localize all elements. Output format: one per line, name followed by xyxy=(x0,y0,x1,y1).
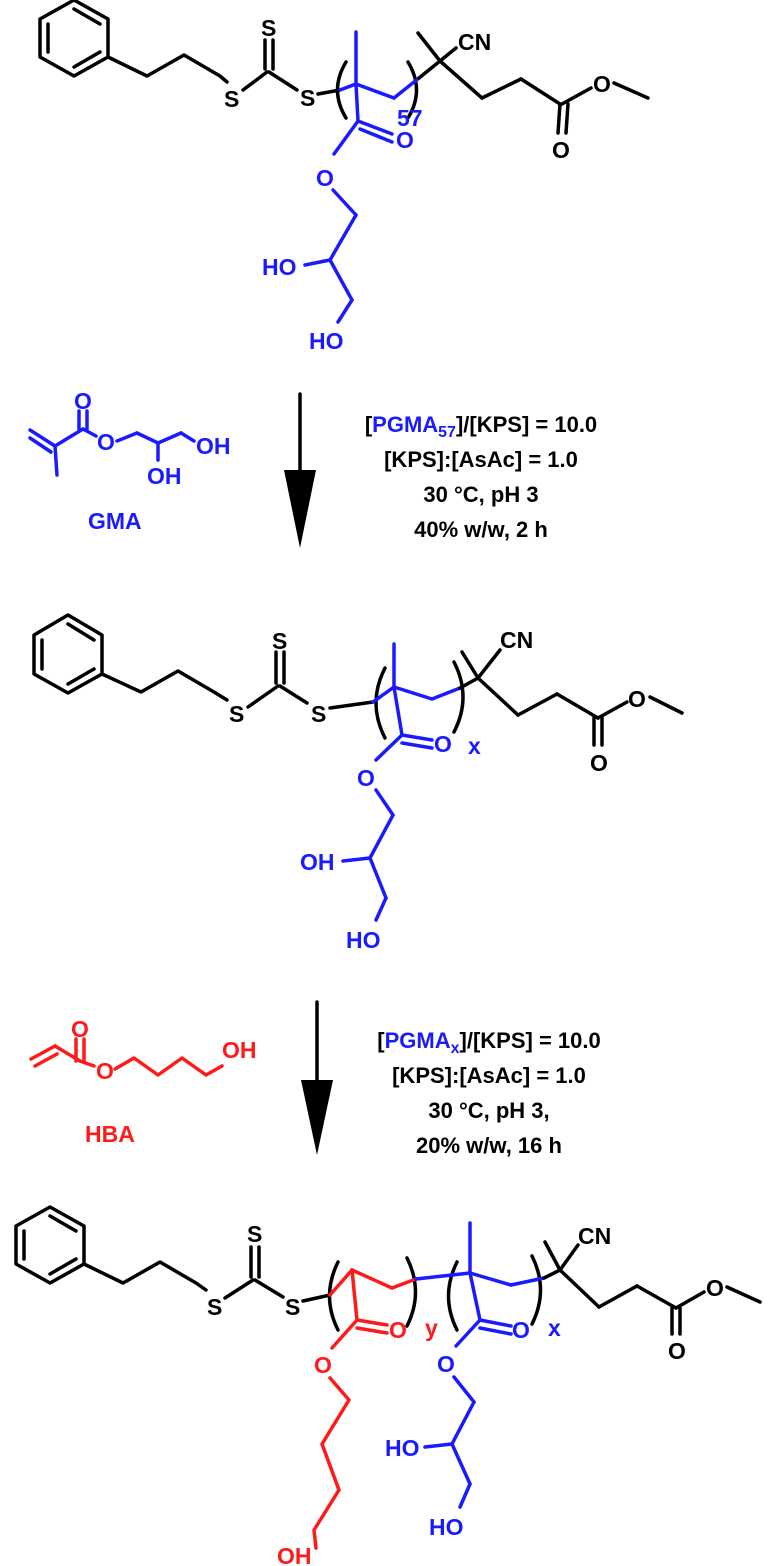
reaction-step-2: O O OH HBA [PGMAx]/[KPS] = 10.0 [KPS]:[A… xyxy=(29,1000,601,1158)
gma-monomer: O O OH OH GMA xyxy=(28,388,231,534)
condition-initiator: [KPS]:[AsAc] = 1.0 xyxy=(392,1063,586,1088)
condition-concentration: 20% w/w, 16 h xyxy=(416,1133,562,1158)
hba-monomer: O O OH HBA xyxy=(29,1016,257,1147)
ester-oxygen-label: O xyxy=(437,1351,455,1377)
condition-concentration: 40% w/w, 2 h xyxy=(414,517,548,542)
hydroxyl-label: HO xyxy=(429,1514,464,1540)
carbonyl-oxygen-label: O xyxy=(668,1338,686,1364)
pgmax-macro-cta: S S S O O OH HO x CN O xyxy=(32,613,684,953)
phenyl-ring xyxy=(32,613,104,695)
monomer-name: GMA xyxy=(88,508,142,534)
ester-oxygen-label: O xyxy=(316,165,334,191)
repeat-subscript: y xyxy=(425,1315,438,1341)
reaction-step-1: O O OH OH GMA [PGMA57]/[KPS] = 10.0 [KPS… xyxy=(28,388,597,548)
sulfur-label: S xyxy=(311,701,326,727)
carbonyl-oxygen-label: O xyxy=(74,388,92,414)
ester-oxygen-label: O xyxy=(628,686,646,712)
reaction-conditions-2: [PGMAx]/[KPS] = 10.0 [KPS]:[AsAc] = 1.0 … xyxy=(377,1028,600,1158)
nitrile-label: CN xyxy=(578,1223,611,1249)
condition-temperature: 30 °C, pH 3 xyxy=(423,482,538,507)
carbonyl-oxygen-label: O xyxy=(396,127,414,153)
condition-temperature: 30 °C, pH 3, xyxy=(428,1098,549,1123)
condition-ratio: [PGMAx]/[KPS] = 10.0 xyxy=(377,1028,600,1057)
sulfur-label: S xyxy=(229,701,244,727)
monomer-name: HBA xyxy=(85,1121,135,1147)
hydroxyl-label: OH xyxy=(196,433,231,459)
hydroxyl-label: OH xyxy=(300,849,335,875)
condition-ratio: [PGMA57]/[KPS] = 10.0 xyxy=(365,412,597,441)
sulfur-label: S xyxy=(300,85,315,111)
hydroxyl-label: HO xyxy=(262,254,297,280)
sulfur-label: S xyxy=(224,86,239,112)
carbonyl-oxygen-label: O xyxy=(434,731,452,757)
nitrile-label: CN xyxy=(500,627,533,653)
sulfur-label: S xyxy=(207,1294,222,1320)
hydroxyl-label: HO xyxy=(309,328,344,354)
carbonyl-oxygen-label: O xyxy=(512,1317,530,1343)
ester-oxygen-label: O xyxy=(97,429,115,455)
hydroxyl-label: OH xyxy=(147,463,182,489)
pgmax-phbay-diblock: S S S O O OH y O O xyxy=(14,1205,762,1566)
thione-sulfur-label: S xyxy=(272,628,287,654)
sulfur-label: S xyxy=(285,1294,300,1320)
reaction-arrow-2 xyxy=(301,1080,333,1155)
repeat-subscript: x xyxy=(468,733,481,759)
thione-sulfur-label: S xyxy=(261,15,276,41)
nitrile-label: CN xyxy=(458,29,491,55)
condition-initiator: [KPS]:[AsAc] = 1.0 xyxy=(384,447,578,472)
ester-oxygen-label: O xyxy=(706,1275,724,1301)
hydroxyl-label: OH xyxy=(222,1037,257,1063)
pgma57-macro-cta: S S S O O HO HO 57 CN xyxy=(38,0,650,354)
ester-oxygen-label: O xyxy=(314,1352,332,1378)
hydroxyl-label: HO xyxy=(346,927,381,953)
phenyl-ring xyxy=(14,1205,86,1285)
carbonyl-oxygen-label: O xyxy=(389,1317,407,1343)
thione-sulfur-label: S xyxy=(247,1221,262,1247)
ester-oxygen-label: O xyxy=(96,1058,114,1084)
ester-oxygen-label: O xyxy=(593,71,611,97)
hydroxyl-label: OH xyxy=(277,1543,312,1566)
carbonyl-oxygen-label: O xyxy=(71,1016,89,1042)
reaction-arrow-1 xyxy=(284,470,316,548)
reaction-conditions-1: [PGMA57]/[KPS] = 10.0 [KPS]:[AsAc] = 1.0… xyxy=(365,412,597,542)
phenyl-ring xyxy=(38,0,110,78)
repeat-subscript: 57 xyxy=(397,105,423,131)
carbonyl-oxygen-label: O xyxy=(552,137,570,163)
carbonyl-oxygen-label: O xyxy=(590,750,608,776)
ester-oxygen-label: O xyxy=(357,765,375,791)
hydroxyl-label: HO xyxy=(385,1435,420,1461)
repeat-subscript: x xyxy=(548,1315,561,1341)
